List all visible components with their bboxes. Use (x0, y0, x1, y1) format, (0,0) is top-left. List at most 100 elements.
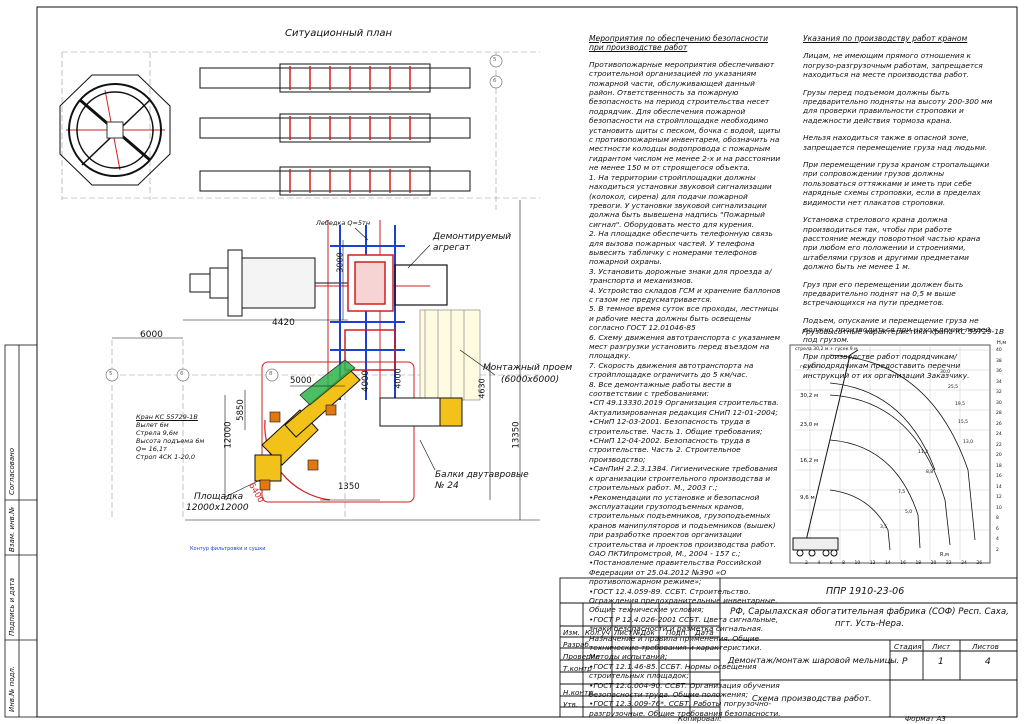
work-name: Демонтаж/монтаж шаровой мельницы. (728, 655, 900, 665)
instruction-paragraph: Подъем, опускание и перемещение груза не… (803, 315, 991, 344)
instruction-paragraph: При перемещении груза краном стропальщик… (803, 160, 990, 207)
curve-value: 30,0 (940, 370, 951, 375)
chart-top-label: стрела 30,2 м + гусек 9 м (795, 347, 858, 352)
y-tick: 28 (996, 411, 1002, 416)
side-stamp (4, 344, 38, 718)
ball-mill (189, 249, 350, 317)
side-label: Подпись и дата (8, 578, 16, 636)
crane-note-line: Вылет 6м (136, 421, 169, 429)
dim-label: 6000 (140, 330, 163, 340)
x-tick: 22 (945, 561, 952, 566)
install-opening (419, 309, 481, 401)
safety-title: Мероприятия по обеспечению безопасности … (589, 34, 768, 53)
curve-value: 5,0 (905, 510, 913, 515)
curve-value: 25,5 (948, 385, 959, 390)
curve-value: 13,0 (963, 440, 974, 445)
crane-note-line: Стрела 9,6м (136, 429, 178, 437)
boom-label: 16,2 м (800, 458, 819, 464)
safety-norm: •ГОСТ 12.1.46-85. ССБТ. Нормы освещения … (589, 661, 757, 681)
dim-label: 5000 (290, 376, 312, 386)
site-plan-title: Ситуационный план (285, 28, 393, 39)
sheet-title: Схема производства работ. (752, 693, 872, 703)
dim-label: 1350 (338, 482, 360, 492)
crane-silhouette (792, 349, 859, 557)
doc-code: ППР 1910-23-06 (826, 586, 905, 597)
instruction-paragraph: Лицам, не имеющим прямого отношения к по… (803, 51, 983, 80)
dim-label: 4000 (360, 370, 371, 392)
side-label: Инв.№ подл. (8, 665, 16, 712)
stage-head: Стадия (894, 642, 922, 651)
y-tick: 40 (996, 348, 1002, 353)
demount-label-text: Демонтируемый агрегат (433, 232, 512, 253)
equipment-units (199, 63, 471, 196)
axis-label: 5 (109, 371, 113, 377)
curve-value: 19,5 (955, 402, 966, 407)
safety-item: 5. В темное время суток все проходы, лес… (589, 304, 779, 333)
crane-note-line: Q= 16,1т (136, 445, 167, 453)
axis-label: 6 (493, 78, 497, 84)
row-label: Проверил (563, 652, 600, 661)
x-tick: 4 (817, 561, 821, 566)
chart-y-axis-label: Н,м (997, 340, 1007, 346)
x-tick: 8 (842, 561, 845, 566)
pad-label: Площадка 12000х12000 (186, 492, 249, 514)
row-label: Утв. (563, 700, 579, 709)
chart-grid (795, 345, 990, 560)
y-tick: 16 (996, 474, 1002, 479)
chart-x-ticks: 2 4 6 8 10 12 14 16 18 20 22 24 26 (805, 561, 982, 566)
safety-item: 4. Устройство складов ГСМ и хранение бал… (589, 285, 781, 304)
x-tick: 6 (829, 561, 833, 566)
axis-label: 6 (180, 371, 184, 377)
row-label: Разраб. (563, 640, 592, 649)
safety-norm: •СНиП 12-03-2001. Безопасность труда в с… (589, 417, 763, 436)
safety-norm: •ГОСТ Р 12.4.026-2001 ССБТ. Цвета сигнал… (589, 614, 779, 662)
copied-label: Копировал: (678, 714, 722, 723)
beams-label-text: Балки двутавровые (435, 470, 529, 480)
col-head: Дата (695, 628, 714, 637)
safety-intro: Противопожарные мероприятия обеспечивают… (589, 59, 781, 173)
instruction-paragraph: Груз при его перемещении должен быть пре… (803, 279, 964, 308)
safety-norm: •ГОСТ 12.4.059-89. ССБТ. Строительство. … (589, 586, 778, 615)
axis-label: 5 (493, 57, 497, 63)
crane-vehicle (254, 359, 463, 491)
y-tick: 10 (996, 505, 1002, 511)
opening-size: (6000х6000) (501, 375, 560, 385)
safety-norm: •СанПиН 2.2.3.1384. Гигиенические требов… (589, 464, 778, 493)
safety-block: Мероприятия по обеспечению безопасности … (589, 34, 781, 718)
curve-value: 11,2 (918, 450, 929, 455)
sheet-value: 1 (938, 657, 944, 667)
dim-label: 5850 (235, 399, 246, 421)
x-tick: 12 (869, 561, 876, 566)
boom-label: 23,0 м (800, 422, 819, 428)
y-tick: 18 (996, 463, 1002, 469)
y-tick: 8 (996, 516, 999, 521)
y-tick: 4 (996, 537, 999, 542)
dim-label: 4420 (272, 318, 295, 328)
y-tick: 34 (996, 379, 1002, 385)
dim-label: 4630 (477, 378, 487, 399)
instruction-paragraph: Установка стрелового крана должна произв… (803, 215, 981, 272)
demount-aggregate (394, 264, 448, 306)
y-tick: 32 (996, 390, 1002, 395)
safety-norm: •Постановление правительства Российской … (589, 558, 762, 587)
dim-label: 13350 (511, 421, 522, 449)
pad-size: 12000х12000 (186, 503, 249, 513)
object-name: РФ, Сарылахская обогатительная фабрика (… (730, 607, 1009, 629)
safety-item: 8. Все демонтажные работы вести в соотве… (589, 379, 732, 399)
dim-label: 4000 (393, 368, 403, 389)
y-tick: 38 (996, 358, 1002, 364)
curve-value: 3,5 (880, 525, 888, 530)
leader-lines (224, 227, 496, 498)
sheets-head: Листов (972, 642, 999, 651)
x-tick: 14 (884, 561, 891, 566)
boom-label: 9,6 м (800, 495, 815, 501)
safety-norm: •Рекомендации по установке и безопасной … (589, 492, 776, 558)
col-head: Лист (614, 628, 633, 637)
crane-load-chart (789, 344, 991, 564)
x-tick: 18 (915, 561, 922, 566)
format-label: Формат А3 (905, 714, 946, 723)
chart-x-axis-label: R,м (940, 552, 949, 558)
x-tick: 26 (976, 561, 983, 566)
crane-instructions-title: Указания по производству работ краном (803, 34, 968, 43)
